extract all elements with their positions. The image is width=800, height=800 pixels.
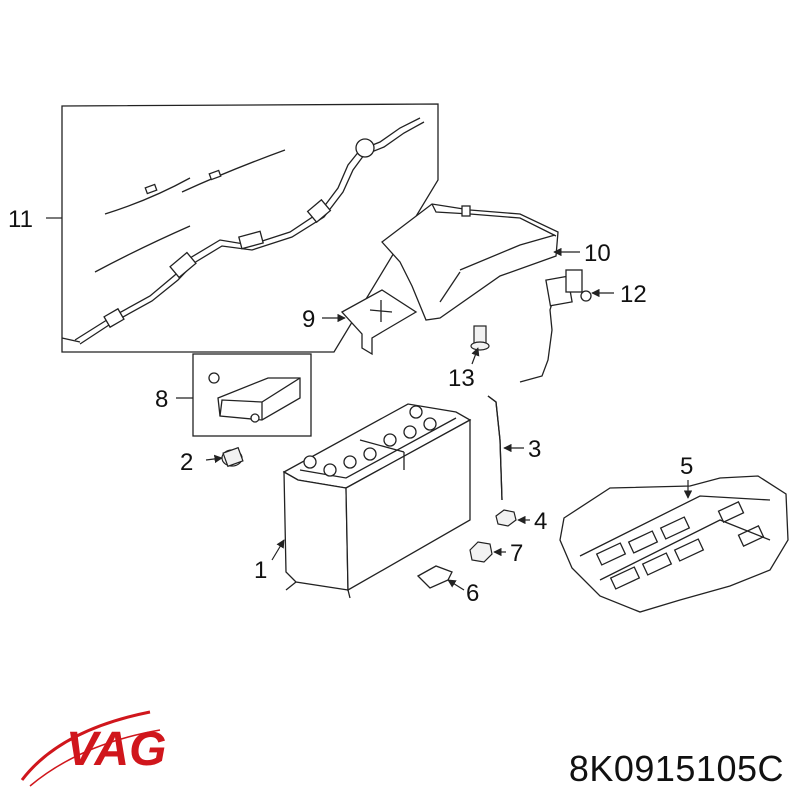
battery xyxy=(282,403,472,599)
callout-11: 11 xyxy=(8,206,33,233)
callout-8: 8 xyxy=(155,386,168,413)
vag-logo: VAG xyxy=(20,710,166,787)
bolt-13 xyxy=(470,325,490,351)
callout-10: 10 xyxy=(584,240,611,267)
callout-13: 13 xyxy=(448,365,475,392)
bracket-plate xyxy=(340,289,418,356)
nut-7 xyxy=(469,541,493,563)
callout-7: 7 xyxy=(510,540,523,567)
vag-logo-text: VAG xyxy=(66,723,166,776)
cable-set-inset xyxy=(61,103,439,353)
callout-2: 2 xyxy=(180,449,193,476)
callout-5: 5 xyxy=(680,453,693,480)
callout-1: 1 xyxy=(254,557,267,584)
callout-4: 4 xyxy=(534,508,547,535)
nut-4 xyxy=(495,509,517,527)
battery-tray xyxy=(559,475,789,613)
part-number: 8K0915105C xyxy=(568,748,784,789)
terminal-clamp xyxy=(519,269,592,383)
leader-lines xyxy=(46,217,693,591)
bolt-2 xyxy=(221,446,244,468)
battery-cover xyxy=(381,203,559,321)
callout-3: 3 xyxy=(528,436,541,463)
callout-9: 9 xyxy=(302,306,315,333)
callout-12: 12 xyxy=(620,281,647,308)
ground-cable xyxy=(487,395,503,501)
clamp-plate xyxy=(416,565,453,589)
control-unit-inset xyxy=(192,353,312,437)
callout-6: 6 xyxy=(466,580,479,607)
